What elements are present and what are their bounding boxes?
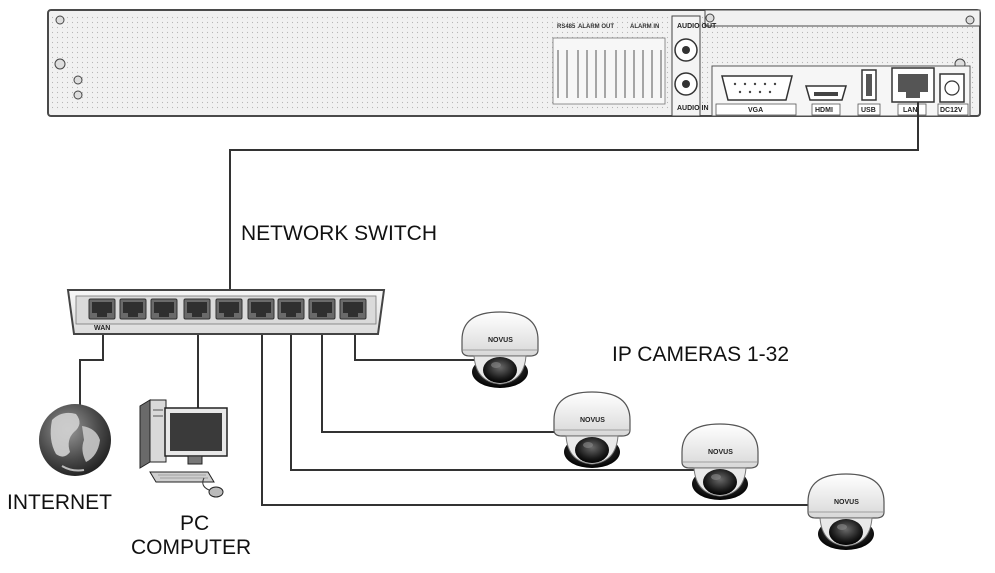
switch-port	[247, 298, 275, 320]
switch-port	[277, 298, 305, 320]
wan-label: WAN	[94, 325, 110, 332]
lan-label: LAN	[903, 107, 917, 114]
switch-port	[150, 298, 178, 320]
usb-label: USB	[861, 107, 876, 114]
globe-icon	[39, 404, 111, 476]
switch-port	[308, 298, 336, 320]
cable-switch-to-camera-3	[290, 312, 700, 471]
camera-icon-1: NOVUS	[461, 311, 539, 389]
cable-switch-to-camera-4	[261, 312, 822, 506]
switch-port	[215, 298, 243, 320]
vga-label: VGA	[748, 107, 763, 114]
alarm-out-label: ALARM OUT	[578, 24, 614, 30]
alarm-terminal-block: RS485 ALARM OUT ALARM IN	[552, 24, 666, 105]
cables	[79, 102, 919, 506]
switch-port-wan	[88, 298, 116, 320]
switch-port	[119, 298, 147, 320]
dc-label: DC12V	[940, 107, 963, 114]
camera-icon-2: NOVUS	[553, 391, 631, 469]
cable-switch-to-internet	[79, 312, 104, 410]
ip-cameras-label: IP CAMERAS 1-32	[612, 343, 790, 366]
usb-port: USB	[857, 69, 881, 116]
switch-port	[183, 298, 211, 320]
network-switch-label: NETWORK SWITCH	[241, 222, 437, 245]
hdmi-label: HDMI	[815, 107, 833, 114]
audio-ports: AUDIO OUT AUDIO IN	[671, 15, 717, 117]
computer-label: COMPUTER	[131, 536, 252, 559]
audio-in-label: AUDIO IN	[677, 105, 709, 112]
cable-nvr-to-switch	[229, 102, 919, 306]
rs485-label: RS485	[557, 24, 576, 30]
alarm-in-label: ALARM IN	[630, 24, 659, 30]
cable-switch-to-camera-2	[321, 312, 572, 433]
camera-brand-logo: NOVUS	[834, 499, 859, 506]
pc-label: PC	[180, 512, 210, 535]
lan-port: LAN	[891, 67, 935, 116]
camera-icon-3: NOVUS	[681, 423, 759, 501]
camera-brand-logo: NOVUS	[708, 449, 733, 456]
dc-power-port: DC12V	[937, 73, 969, 116]
pc-computer-icon	[139, 399, 228, 498]
camera-icon-4: NOVUS	[807, 473, 885, 551]
switch-port	[339, 298, 367, 320]
vga-port: VGA	[715, 75, 797, 116]
internet-label: INTERNET	[7, 491, 112, 514]
network-switch: WAN	[66, 289, 386, 335]
camera-brand-logo: NOVUS	[488, 337, 513, 344]
hdmi-port: HDMI	[805, 85, 847, 116]
nvr-device: RS485 ALARM OUT ALARM IN AUDIO OUT AUDIO…	[47, 9, 981, 117]
audio-out-label: AUDIO OUT	[677, 23, 717, 30]
camera-brand-logo: NOVUS	[580, 417, 605, 424]
